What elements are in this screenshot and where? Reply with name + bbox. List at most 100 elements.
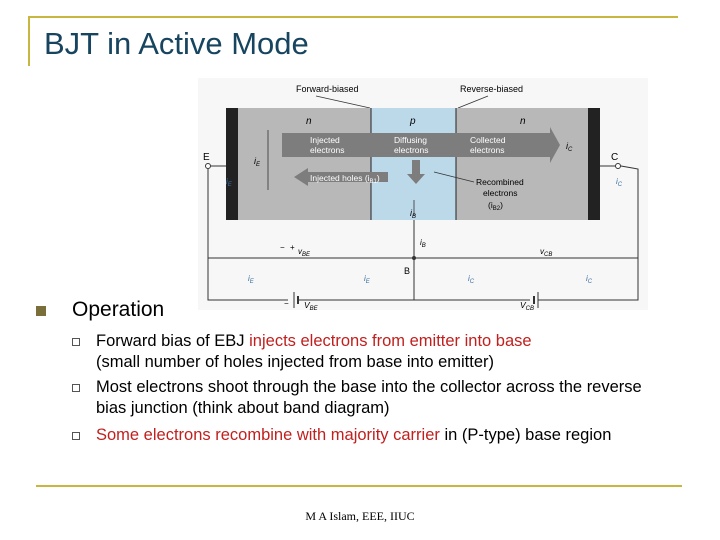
diffusing-electrons-label-1: Diffusing: [394, 135, 427, 145]
collector-terminal-label: C: [611, 152, 618, 163]
vcb-label: vCB: [540, 247, 552, 258]
ib-lead-label: iB: [420, 238, 426, 249]
ib-inner-sub: B: [412, 214, 416, 220]
operation-heading: Operation: [72, 298, 165, 321]
checkbox-bullet-icon: [72, 432, 80, 440]
ie-loop-symbol-2: i: [364, 274, 366, 283]
ie-terminal-sub: E: [228, 182, 233, 188]
ic-terminal-sub: C: [618, 182, 623, 188]
recombined-sub-label: (iB2): [488, 200, 503, 212]
bullet-1-highlight: injects electrons from emitter into base: [249, 332, 532, 350]
recombination-down-arrow: [407, 160, 425, 184]
ic-inside-symbol: i: [566, 141, 569, 151]
operation-bullet-icon: [36, 306, 46, 316]
injected-holes-text: Injected holes (i: [310, 173, 370, 183]
vbe-supply-wire-left: [207, 258, 288, 301]
vcb-sub: CB: [544, 252, 552, 258]
recombined-sub-close: ): [500, 200, 503, 210]
VCB-label: VCB: [520, 300, 534, 310]
n-right-label: n: [520, 116, 526, 127]
ic-loop-symbol-2: i: [586, 274, 588, 283]
ic-terminal-label: iC: [616, 177, 623, 188]
collected-electrons-label-1: Collected: [470, 135, 506, 145]
collector-terminal-dot: [615, 163, 621, 169]
recombined-label-2: electrons: [483, 188, 518, 198]
checkbox-bullet-icon: [72, 338, 80, 346]
ib-lead-symbol: i: [420, 238, 422, 247]
reverse-biased-label: Reverse-biased: [460, 84, 523, 94]
electron-flow-arrow: [282, 127, 560, 163]
forward-pointer: [315, 95, 371, 109]
injected-holes-sub: B1: [370, 179, 378, 185]
vbe-plus: +: [290, 243, 295, 252]
footer-credit: M A Islam, EEE, IIUC: [305, 509, 415, 523]
recombined-sub-i: (i: [488, 200, 493, 210]
injected-holes-arrow: [294, 168, 388, 186]
emitter-terminal-dot: [205, 163, 211, 169]
ic-loop-symbol: i: [468, 274, 470, 283]
collector-contact: [588, 108, 600, 220]
vcb-symbol: v: [540, 247, 545, 256]
bullet-1-plain: Forward bias of EBJ: [96, 332, 250, 350]
injected-holes-close: ): [377, 173, 380, 183]
ie-loop-symbol: i: [248, 274, 250, 283]
VBE-symbol: V: [304, 300, 311, 310]
bullet-3-rest: in (P-type) base region: [439, 426, 612, 444]
ic-inside-sub: C: [568, 147, 573, 153]
bjt-diagram: Forward-biased Reverse-biased n p n Inje…: [198, 78, 648, 310]
p-base-label: p: [409, 116, 416, 127]
ie-loop-label-2: iE: [364, 274, 371, 285]
emitter-terminal-label: E: [203, 152, 210, 163]
slide-title: BJT in Active Mode: [44, 26, 309, 61]
checkbox-bullet-icon: [72, 384, 80, 392]
bullet-3-highlight: Some electrons recombine with majority c…: [96, 426, 440, 444]
VBE-sub: BE: [310, 306, 319, 310]
ic-terminal-symbol: i: [616, 177, 618, 186]
VCB-sub: CB: [526, 306, 534, 310]
ie-inside-label: iE: [254, 156, 261, 168]
ie-loop-sub-2: E: [366, 279, 371, 285]
vbe-minus-inner: −: [280, 243, 285, 252]
injected-electrons-label-1: Injected: [310, 135, 340, 145]
ic-loop-sub: C: [470, 279, 475, 285]
base-terminal-label: B: [404, 266, 410, 276]
recombined-pointer: [433, 171, 475, 183]
ic-loop-label-2: iC: [586, 274, 593, 285]
ic-inside-label: iC: [566, 141, 573, 153]
ib-inner-label: iB: [410, 208, 416, 220]
vbe-label: vBE: [298, 247, 311, 258]
VBE-minus: −: [284, 299, 289, 308]
footer-rule: [36, 485, 682, 487]
title-rule-left: [28, 16, 30, 66]
recombined-sub-b2: B2: [493, 206, 501, 212]
ie-terminal-label: iE: [226, 177, 233, 188]
injected-electrons-label-2: electrons: [310, 145, 345, 155]
VBE-label: VBE: [304, 300, 319, 310]
reverse-pointer: [457, 95, 489, 109]
ie-inside-symbol: i: [254, 156, 257, 166]
ic-loop-label: iC: [468, 274, 475, 285]
recombined-label-1: Recombined: [476, 177, 524, 187]
ic-loop-sub-2: C: [588, 279, 593, 285]
ie-terminal-symbol: i: [226, 177, 228, 186]
ib-inner-symbol: i: [410, 208, 413, 218]
VCB-symbol: V: [520, 300, 527, 310]
vcb-supply-wire-right: [538, 258, 639, 301]
ib-lead-sub: B: [422, 243, 426, 249]
forward-biased-label: Forward-biased: [296, 84, 359, 94]
ie-loop-label: iE: [248, 274, 255, 285]
bullet-item-2: Most electrons shoot through the base in…: [96, 378, 642, 417]
ie-inside-sub: E: [256, 162, 261, 168]
bullet-item-3: Some electrons recombine with majority c…: [96, 425, 676, 446]
n-left-label: n: [306, 116, 312, 127]
diffusing-electrons-label-2: electrons: [394, 145, 429, 155]
collected-electrons-label-2: electrons: [470, 145, 505, 155]
bullet-item-1: Forward bias of EBJ injects electrons fr…: [96, 331, 676, 373]
ie-loop-sub: E: [250, 279, 255, 285]
vbe-sub: BE: [302, 252, 311, 258]
bullet-1-rest: (small number of holes injected from bas…: [96, 353, 494, 371]
title-rule-top: [30, 16, 678, 18]
injected-holes-label: Injected holes (iB1): [310, 173, 380, 185]
emitter-contact: [226, 108, 238, 220]
vbe-symbol: v: [298, 247, 303, 256]
